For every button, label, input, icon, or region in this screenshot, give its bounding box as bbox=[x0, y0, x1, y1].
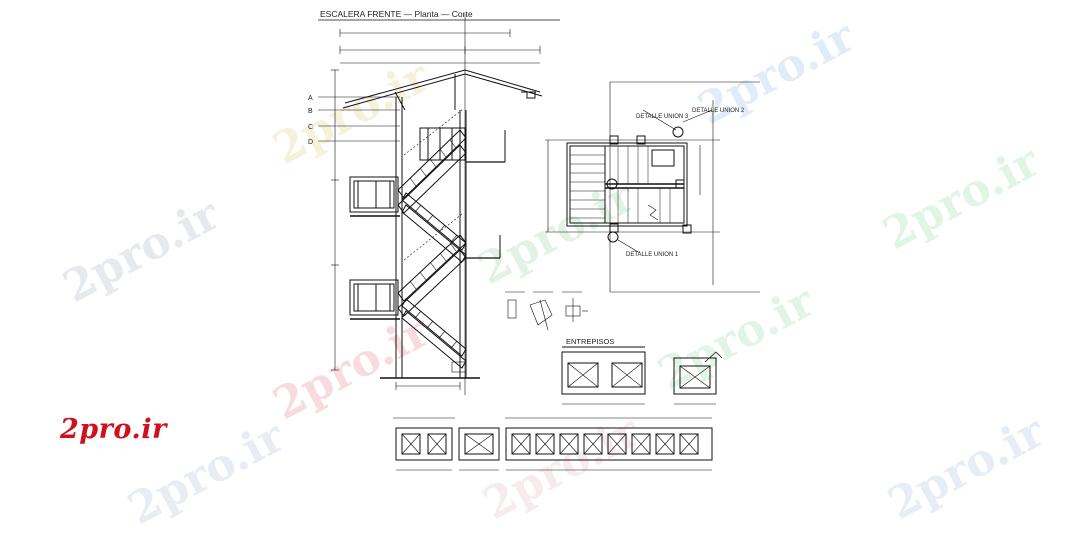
level-marker-a: A bbox=[308, 95, 313, 102]
foot-detail bbox=[395, 361, 467, 390]
landing-top bbox=[419, 127, 506, 163]
entrepiso-panel-1 bbox=[561, 346, 646, 405]
stair-treads bbox=[403, 109, 463, 349]
level-marker-c: C bbox=[308, 124, 313, 131]
landing-lower bbox=[349, 279, 400, 320]
railing-2 bbox=[458, 427, 500, 471]
railing-3 bbox=[505, 417, 713, 471]
label-detalle-union-3: DETALLE UNION 3 bbox=[636, 114, 689, 120]
plan-view bbox=[545, 81, 760, 293]
top-dimensions bbox=[339, 14, 541, 395]
label-detalle-union-2: DETALLE UNION 2 bbox=[692, 108, 745, 114]
level-marker-b: B bbox=[308, 108, 313, 115]
drawing-title: ESCALERA FRENTE — Planta — Corte bbox=[320, 9, 473, 19]
label-entrepisos: ENTREPISOS bbox=[566, 337, 614, 346]
site-logo: 2pro.ir bbox=[60, 414, 167, 445]
plan-treads bbox=[570, 146, 671, 223]
railing-1 bbox=[393, 417, 455, 471]
roof bbox=[342, 69, 543, 111]
cad-drawing: ESCALERA FRENTE — Planta — Corte A B C D… bbox=[308, 9, 760, 471]
drawing-canvas: 2pro.ir 2pro.ir 2pro.ir 2pro.ir 2pro.ir … bbox=[55, 9, 1053, 535]
entrepiso-panel-2 bbox=[673, 351, 723, 405]
left-dimension bbox=[331, 69, 339, 371]
stair-flights bbox=[397, 129, 501, 369]
level-marker-d: D bbox=[308, 139, 313, 146]
landing-upper bbox=[349, 176, 400, 217]
level-lines bbox=[318, 96, 400, 142]
label-detalle-union-1: DETALLE UNION 1 bbox=[626, 252, 679, 258]
joint-details bbox=[505, 291, 588, 331]
